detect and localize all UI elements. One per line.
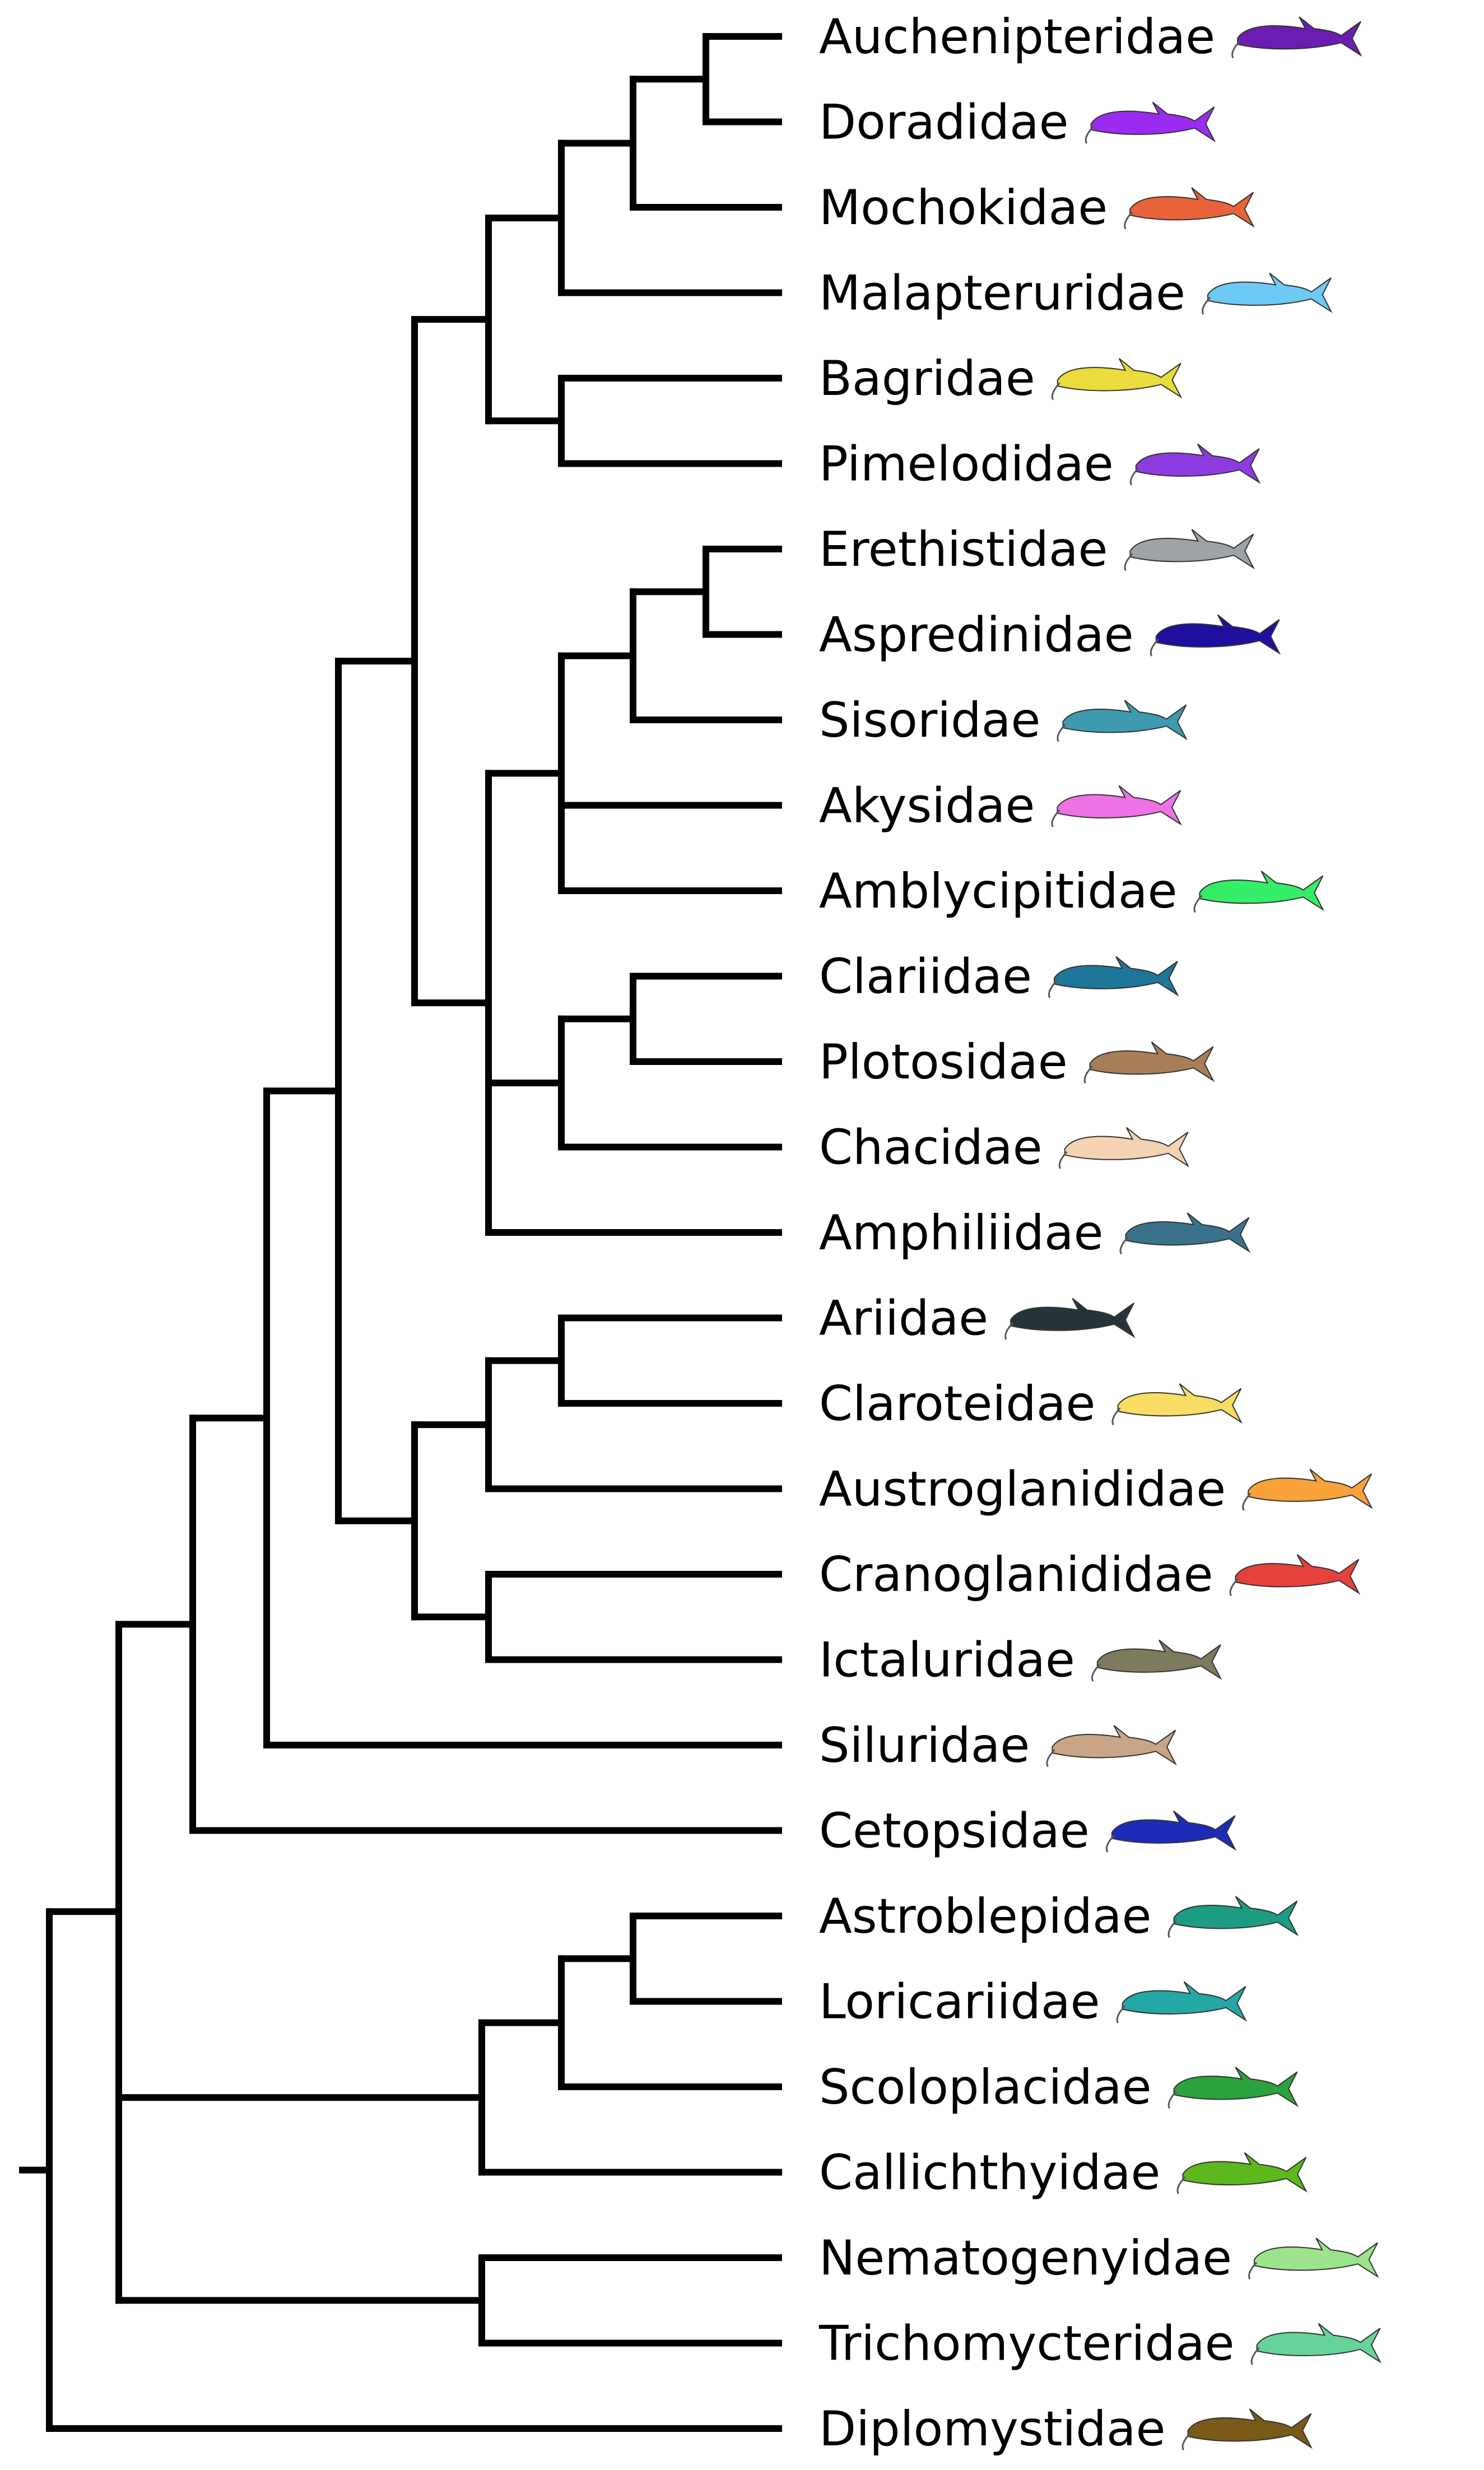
long-whiskered-catfish-icon — [1129, 443, 1261, 486]
taxon-label: Siluridae — [819, 1718, 1030, 1774]
taxon-label: Cetopsidae — [819, 1803, 1090, 1859]
leaf-callichthyidae: Callichthyidae — [819, 2145, 1160, 2201]
leaf-malapteruridae: Malapteruridae — [819, 266, 1185, 322]
leaf-mochokidae: Mochokidae — [819, 180, 1108, 236]
upside-down-catfish-icon — [1124, 187, 1255, 230]
squarehead-catfish-icon — [1058, 1127, 1190, 1169]
leaf-astroblepidae: Astroblepidae — [819, 1888, 1152, 1945]
tree-leaves: AuchenipteridaeDoradidaeMochokidaeMalapt… — [818, 9, 1382, 2457]
pencil-catfish-icon — [1250, 2323, 1382, 2365]
rock-catfish-icon — [1242, 1468, 1373, 1511]
leaf-sisoridae: Sisoridae — [819, 692, 1040, 748]
taxon-label: Ariidae — [819, 1291, 988, 1347]
leaf-siluridae: Siluridae — [819, 1718, 1030, 1774]
leaf-clariidae: Clariidae — [819, 949, 1032, 1005]
leaf-doradidae: Doradidae — [819, 95, 1069, 151]
claroteid-catfish-icon — [1111, 1383, 1243, 1426]
taxon-label: Plotosidae — [819, 1034, 1068, 1090]
taxon-label: Pimelodidae — [819, 436, 1114, 492]
taxon-label: Callichthyidae — [819, 2145, 1160, 2201]
taxon-label: Chacidae — [819, 1120, 1043, 1176]
taxon-label: Austroglanididae — [819, 1462, 1226, 1518]
taxon-label: Amphiliidae — [819, 1205, 1103, 1261]
leaf-erethistidae: Erethistidae — [819, 522, 1108, 578]
taxon-label: Bagridae — [819, 351, 1035, 407]
mountain-catfish-icon — [1248, 2238, 1379, 2280]
sea-catfish-icon — [1004, 1297, 1136, 1340]
loach-catfish-icon — [1119, 1212, 1251, 1255]
leaf-amblycipitidae: Amblycipitidae — [819, 863, 1177, 919]
armored-catfish-icon — [1124, 529, 1255, 571]
slender-catfish-icon — [1231, 16, 1362, 59]
leaf-akysidae: Akysidae — [819, 778, 1035, 834]
taxon-label: Claroteidae — [819, 1376, 1095, 1432]
taxon-label: Amblycipitidae — [819, 863, 1177, 919]
velvet-catfish-icon — [1181, 2408, 1313, 2451]
leaf-auchenipteridae: Auchenipteridae — [819, 9, 1215, 65]
leaf-loricariidae: Loricariidae — [819, 1974, 1100, 2030]
armored-catfish-icon — [1176, 2152, 1308, 2194]
suckermouth-catfish-icon — [1116, 1981, 1248, 2024]
leaf-ictaluridae: Ictaluridae — [819, 1632, 1075, 1688]
leaf-scoloplacidae: Scoloplacidae — [819, 2059, 1152, 2115]
taxon-label: Nematogenyidae — [819, 2230, 1232, 2286]
taxon-label: Ictaluridae — [819, 1632, 1075, 1688]
taxon-label: Mochokidae — [819, 180, 1108, 236]
leaf-plotosidae: Plotosidae — [819, 1034, 1068, 1090]
taxon-label: Aspredinidae — [819, 607, 1134, 663]
airbreathing-catfish-icon — [1048, 956, 1179, 998]
taxon-label: Sisoridae — [819, 692, 1040, 748]
torrent-catfish-icon — [1193, 871, 1325, 913]
electric-catfish-icon — [1202, 272, 1333, 315]
armorhead-catfish-icon — [1229, 1554, 1361, 1597]
taxon-label: Scoloplacidae — [819, 2059, 1152, 2115]
leaf-cetopsidae: Cetopsidae — [819, 1803, 1090, 1859]
taxon-label: Astroblepidae — [819, 1888, 1152, 1945]
stream-catfish-icon — [1051, 785, 1182, 827]
climbing-catfish-icon — [1167, 1896, 1299, 1938]
leaf-cranoglanididae: Cranoglanididae — [819, 1547, 1213, 1603]
leaf-ariidae: Ariidae — [819, 1291, 988, 1347]
leaf-claroteidae: Claroteidae — [819, 1376, 1095, 1432]
leaf-amphiliidae: Amphiliidae — [819, 1205, 1103, 1261]
taxon-label: Diplomystidae — [819, 2401, 1166, 2457]
bagrid-catfish-icon — [1051, 358, 1183, 401]
leaf-diplomystidae: Diplomystidae — [819, 2401, 1166, 2457]
leaf-bagridae: Bagridae — [819, 351, 1035, 407]
leaf-chacidae: Chacidae — [819, 1120, 1043, 1176]
leaf-austroglanididae: Austroglanididae — [819, 1462, 1226, 1518]
taxon-label: Doradidae — [819, 95, 1069, 151]
long-whiskered-catfish-icon — [1085, 101, 1216, 144]
taxon-label: Trichomycteridae — [818, 2316, 1235, 2372]
sisorid-catfish-icon — [1057, 700, 1188, 742]
taxon-label: Auchenipteridae — [819, 9, 1215, 65]
eeltail-catfish-icon — [1083, 1041, 1215, 1084]
sheatfish-icon — [1046, 1725, 1177, 1767]
tree-branches — [19, 33, 782, 2432]
leaf-trichomycteridae: Trichomycteridae — [818, 2316, 1235, 2372]
leaf-nematogenyidae: Nematogenyidae — [819, 2230, 1232, 2286]
taxon-label: Malapteruridae — [819, 266, 1185, 322]
whale-catfish-icon — [1105, 1810, 1237, 1853]
taxon-label: Cranoglanididae — [819, 1547, 1213, 1603]
leaf-aspredinidae: Aspredinidae — [819, 607, 1134, 663]
leaf-pimelodidae: Pimelodidae — [819, 436, 1114, 492]
taxon-label: Loricariidae — [819, 1974, 1100, 2030]
taxon-label: Akysidae — [819, 778, 1035, 834]
taxon-label: Erethistidae — [819, 522, 1108, 578]
banjo-catfish-icon — [1150, 614, 1281, 657]
bullhead-catfish-icon — [1091, 1639, 1222, 1682]
spiny-dwarf-catfish-icon — [1167, 2067, 1299, 2109]
taxon-label: Clariidae — [819, 949, 1032, 1005]
